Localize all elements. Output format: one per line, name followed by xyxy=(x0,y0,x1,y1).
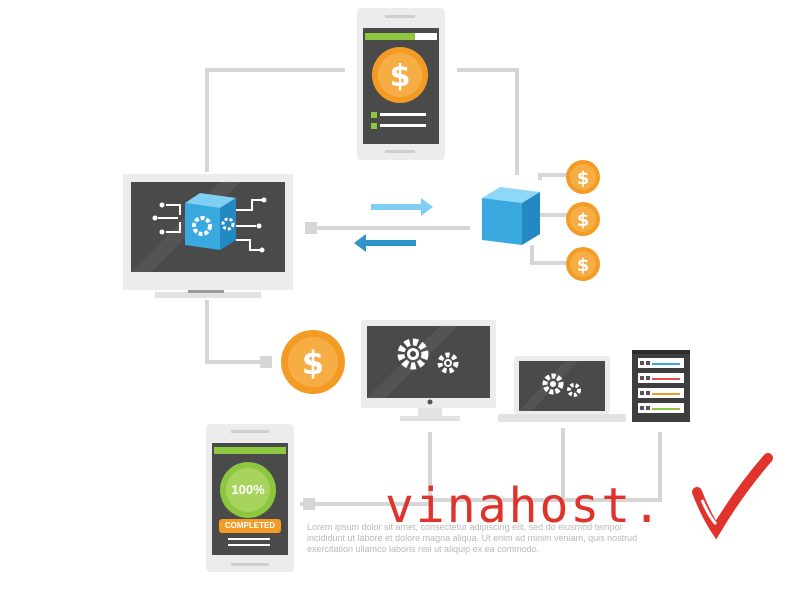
caption-text: Lorem ipsum dolor sit amet, consectetur … xyxy=(307,522,638,554)
connector-cube-coin-3 xyxy=(530,245,568,265)
server-rack-icon xyxy=(632,350,690,422)
main-monitor xyxy=(123,174,293,298)
connector-phone-to-cube xyxy=(457,68,519,175)
transfer-arrows xyxy=(354,198,433,252)
completed-badge: COMPLETED xyxy=(219,519,281,533)
connector-lines xyxy=(205,68,662,506)
progress-percent: 100% xyxy=(231,482,265,497)
gear-icon xyxy=(397,338,429,370)
svg-text:$: $ xyxy=(302,344,324,382)
gear-icon xyxy=(542,373,564,395)
svg-text:$: $ xyxy=(577,210,590,231)
connector-cube-coin-1 xyxy=(538,173,568,180)
dollar-coin-icon: $ xyxy=(566,202,600,236)
check-icon xyxy=(371,112,377,118)
laptop xyxy=(498,356,626,422)
connector-monitor-to-coin xyxy=(205,300,265,364)
gear-icon xyxy=(567,383,581,397)
arrow-left-icon xyxy=(354,234,366,252)
connector-node xyxy=(303,498,315,510)
arrow-right-icon xyxy=(421,198,433,216)
check-icon xyxy=(371,123,377,129)
svg-text:$: $ xyxy=(577,255,590,276)
dollar-sign: $ xyxy=(390,59,411,94)
cube-gear-icon xyxy=(185,193,236,250)
gear-icon xyxy=(437,352,459,374)
brand-check-icon xyxy=(692,453,773,540)
connector-devices-bottom xyxy=(428,432,662,502)
connector-node xyxy=(260,356,272,368)
top-phone: $ xyxy=(357,8,445,160)
svg-text:$: $ xyxy=(577,168,590,189)
dollar-coin-icon: $ xyxy=(566,160,600,194)
connector-node xyxy=(305,222,317,234)
connector-monitor-to-phone xyxy=(205,68,345,172)
dollar-coin-icon: $ xyxy=(566,247,600,281)
coin-group: $ $ $ xyxy=(566,160,600,281)
brand-watermark: vinahost. xyxy=(385,478,664,534)
bottom-phone xyxy=(206,424,294,572)
blockchain-cube-icon xyxy=(482,187,540,245)
desktop-monitor xyxy=(361,320,496,421)
dollar-coin-icon: $ xyxy=(281,330,345,394)
